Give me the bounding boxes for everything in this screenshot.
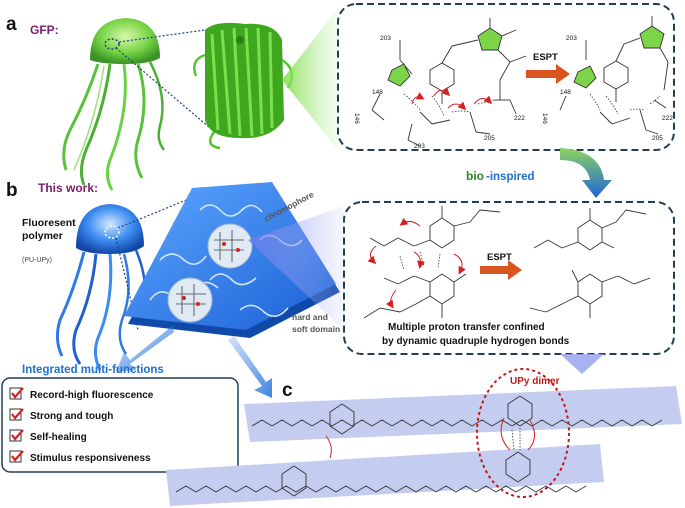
residue-203-bottom-left: 203 [414, 143, 425, 150]
polymer-label-line2: polymer [22, 230, 63, 242]
polymer-label-line1: Fluoresent [22, 217, 76, 229]
gfp-label: GFP: [30, 23, 59, 37]
polymer-chain-structures [175, 395, 663, 497]
bio-inspired-curved-arrow [560, 148, 612, 198]
feature-label: Self-healing [30, 432, 87, 443]
panel-a-chemistry-box [337, 3, 675, 151]
feature-label: Stimulus responsiveness [30, 453, 151, 464]
feature-item: Self-healing [9, 429, 87, 443]
polymer-abbreviation: (PU-UPy) [22, 257, 52, 264]
upy-dimer-before [363, 206, 501, 319]
dimer-focus-arrow [560, 354, 604, 374]
gfp-zoom-line-top [118, 29, 206, 43]
upy-dimer-highlight-ellipse [476, 368, 570, 498]
panel-b-chemistry-box [343, 201, 675, 355]
features-list: Record-high fluorescence Strong and toug… [9, 387, 154, 464]
green-jellyfish-illustration [62, 18, 166, 191]
panel-label-c: c [282, 380, 293, 401]
espt-arrow-top [526, 64, 570, 84]
integrated-arrow-right [228, 336, 272, 398]
gfp-zoom-line-bottom [115, 47, 211, 129]
residue-205-left: 205 [484, 135, 495, 142]
espt-label-top: ESPT [533, 52, 558, 63]
residue-146-right: 146 [541, 113, 548, 124]
residue-148-right: 148 [560, 89, 571, 96]
chromophore-beam [248, 206, 344, 330]
feature-item: Record-high fluorescence [9, 387, 154, 401]
hard-soft-label-line2: soft domain [292, 324, 340, 334]
mechanism-caption-line2: by dynamic quadruple hydrogen bonds [382, 336, 570, 347]
check-icon [11, 408, 24, 420]
upy-dimer-after [529, 208, 651, 318]
residue-222-left: 222 [514, 115, 525, 122]
polymer-chain-band-top [244, 386, 682, 442]
check-icon [11, 429, 24, 441]
integrated-arrow-left [116, 326, 174, 372]
residue-146-left: 146 [353, 113, 360, 124]
polymer-network-slab [124, 182, 340, 338]
check-icon [11, 387, 24, 399]
feature-item: Strong and tough [9, 408, 113, 422]
gfp-chromophore-before: 203 148 146 203 205 222 [353, 18, 527, 150]
residue-203-top-right: 203 [566, 35, 577, 42]
hard-soft-label-line1: hard and [292, 312, 328, 322]
feature-label: Strong and tough [30, 411, 113, 422]
inspired-label: -inspired [486, 171, 535, 183]
residue-205-right: 205 [652, 135, 663, 142]
feature-item: Stimulus responsiveness [9, 450, 151, 464]
feature-label: Record-high fluorescence [30, 390, 154, 401]
panel-label-b: b [6, 180, 18, 201]
upy-dimer-label: UPy dimer [510, 376, 560, 387]
mechanism-caption-line1: Multiple proton transfer confined [388, 322, 545, 333]
residue-222-right: 222 [662, 115, 673, 122]
residue-203-top-left: 203 [380, 35, 391, 42]
gfp-chromophore-after: 203 148 146 205 222 [541, 16, 673, 142]
polymer-chain-band-bottom [166, 444, 604, 506]
espt-arrow-bottom [480, 260, 522, 280]
this-work-label: This work: [38, 181, 98, 195]
panel-label-a: a [6, 14, 17, 35]
integrated-label: Integrated multi-functions [22, 364, 164, 376]
check-icon [11, 450, 24, 462]
gfp-barrel-illustration [193, 22, 294, 150]
gfp-green-beam [282, 8, 338, 150]
bio-label: bio [466, 169, 484, 183]
residue-148-left: 148 [372, 89, 383, 96]
features-box [1, 377, 239, 473]
espt-label-bottom: ESPT [487, 252, 512, 263]
